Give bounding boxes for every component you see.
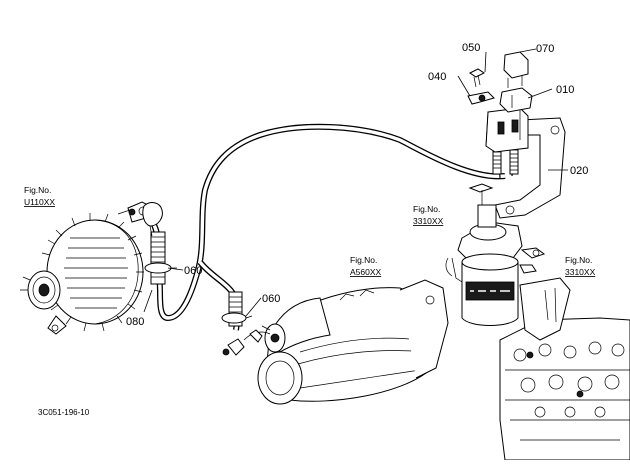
diagram-code: 3C051-196-10 [38,408,90,417]
terminal-cover-080 [142,202,163,237]
part-labels: 050 070 040 010 020 060 060 080 [126,42,588,328]
label-080: 080 [126,316,144,328]
label-060-lower: 060 [262,293,280,305]
ref-engine-line1: Fig.No. [565,255,592,265]
bolt-050 [469,68,485,78]
alternator-assembly [20,201,151,335]
figure-references: Fig.No. U110XX Fig.No. A560XX Fig.No. 33… [24,185,596,277]
clamp-060-alternator [144,262,177,274]
relay-assembly [467,51,566,219]
engine-block-partial [499,277,630,461]
ref-starter-line2: A560XX [350,267,382,277]
fuse-holder-070 [503,51,529,79]
ref-alternator-line1: Fig.No. [24,185,51,195]
label-040: 040 [428,71,446,83]
ref-engine-line2: 3310XX [565,267,596,277]
ref-alternator-line2: U110XX [24,197,55,207]
label-060-upper: 060 [184,265,202,277]
fuel-filter-assembly [445,183,546,326]
label-010: 010 [556,84,574,96]
clamp-060-starter [221,312,253,324]
label-020: 020 [570,165,588,177]
starter-assembly [222,279,449,405]
corrugated-tube-alternator [150,231,166,285]
leader-lines [143,48,568,317]
label-050: 050 [462,42,480,54]
ref-starter-line1: Fig.No. [350,255,377,265]
ref-filter-line2: 3310XX [413,216,444,226]
ref-filter-line1: Fig.No. [413,204,440,214]
relay-010 [485,107,529,153]
label-070: 070 [536,43,554,55]
bracket-020 [494,117,566,219]
